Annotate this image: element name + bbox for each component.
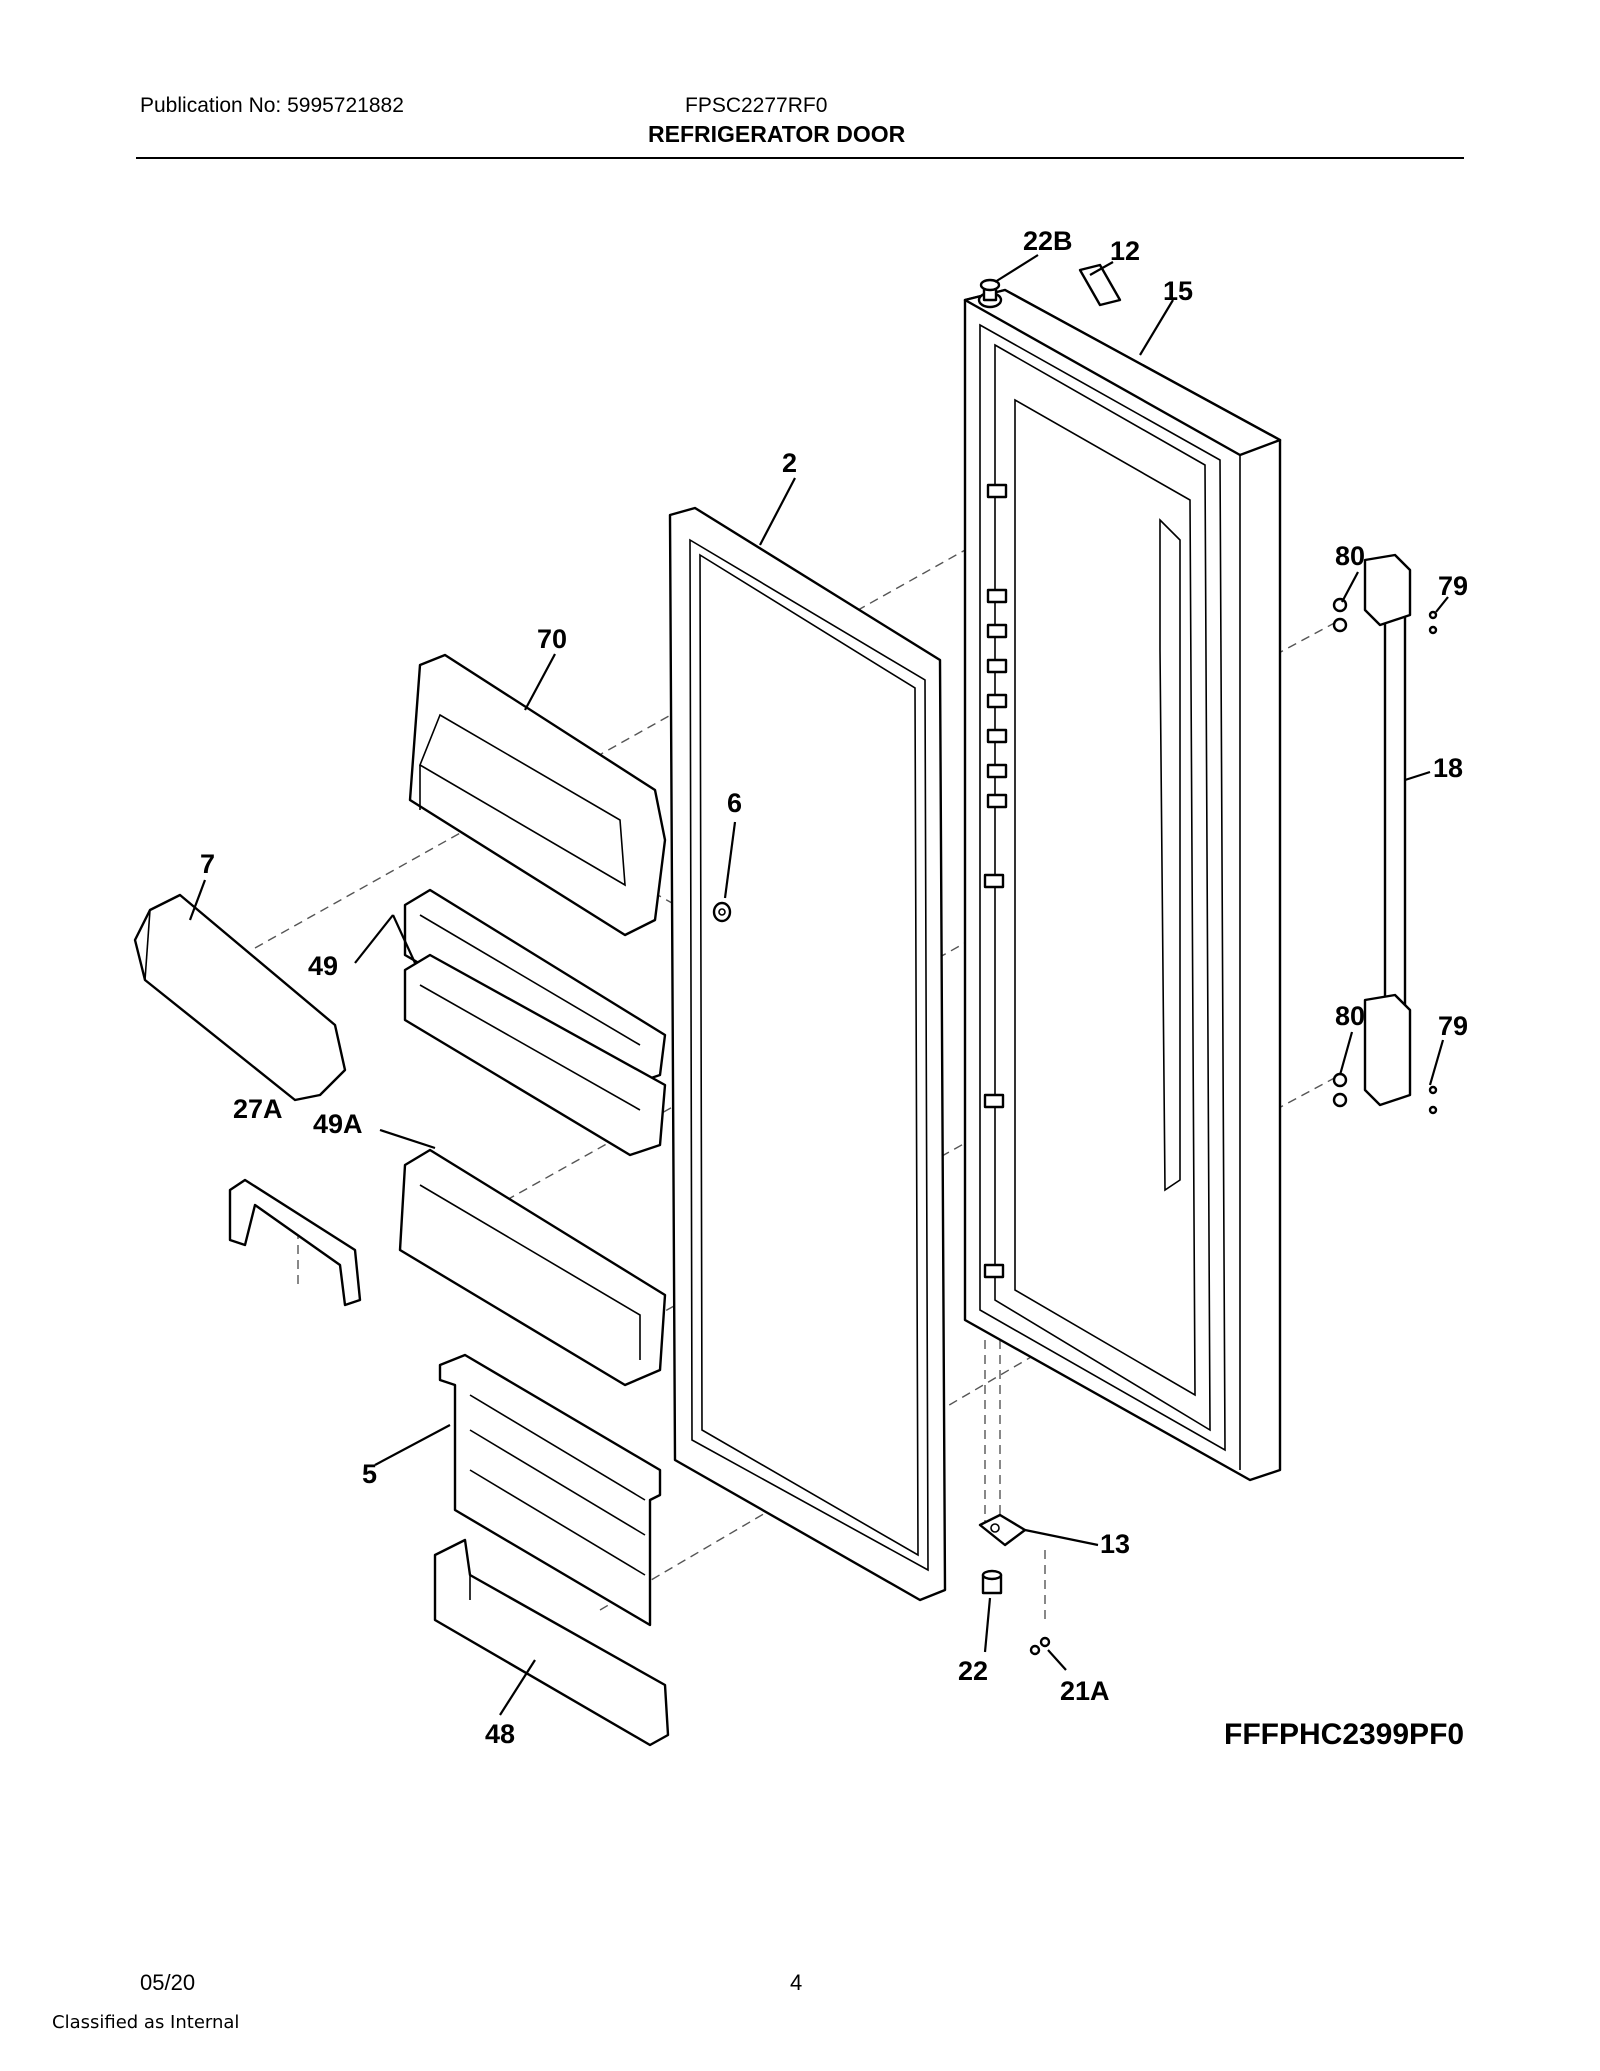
top-hinge-pin	[977, 278, 1003, 309]
callout-21A: 21A	[1060, 1676, 1110, 1706]
large-door-bin	[398, 1148, 667, 1387]
callout-80-top: 80	[1335, 541, 1365, 571]
callout-49: 49	[308, 951, 338, 981]
leader-lines	[188, 254, 1449, 1716]
callout-79-top: 79	[1438, 571, 1468, 601]
door-bins	[403, 888, 667, 1157]
bottom-hinge-bracket	[978, 1513, 1027, 1547]
door-label-sticker	[1078, 263, 1122, 307]
dairy-compartment	[408, 653, 667, 937]
model-number: FPSC2277RF0	[685, 94, 828, 117]
classification-label: Classified as Internal	[52, 2012, 240, 2033]
callout-22B: 22B	[1023, 226, 1073, 256]
screw	[712, 901, 732, 923]
shelf-rack	[438, 1353, 662, 1627]
callout-5: 5	[362, 1459, 377, 1489]
shelf-clips	[983, 483, 1008, 1279]
callout-70: 70	[537, 624, 567, 654]
figure-code: FFFPHC2399PF0	[1224, 1718, 1465, 1751]
callout-48: 48	[485, 1719, 515, 1749]
callout-13: 13	[1100, 1529, 1130, 1559]
footer-date: 05/20	[140, 1970, 196, 1995]
hinge-screws	[1029, 1636, 1051, 1656]
door-handle	[1363, 553, 1412, 1107]
dairy-door-handle	[228, 1178, 362, 1307]
bottom-hinge-bushing	[981, 1569, 1003, 1595]
refrigerator-door-outer	[963, 288, 1282, 1482]
callout-2: 2	[782, 448, 797, 478]
callout-12: 12	[1110, 236, 1140, 266]
callout-27A: 27A	[233, 1094, 283, 1124]
callout-18: 18	[1433, 753, 1463, 783]
publication-number: Publication No: 5995721882	[140, 94, 404, 117]
bottom-door-bin	[433, 1538, 670, 1747]
door-gasket	[668, 506, 947, 1602]
handle-screws	[1332, 597, 1438, 1115]
page-title: REFRIGERATOR DOOR	[648, 121, 906, 147]
callout-15: 15	[1163, 276, 1193, 306]
callout-79-bottom: 79	[1438, 1011, 1468, 1041]
callout-6: 6	[727, 788, 742, 818]
callout-22: 22	[958, 1656, 988, 1686]
callout-80-bottom: 80	[1335, 1001, 1365, 1031]
callout-49A: 49A	[313, 1109, 363, 1139]
callout-labels: 22B 12 15 2 80 79 70 18 6 7 49 80 79 27A…	[200, 226, 1468, 1749]
dairy-door	[133, 893, 347, 1102]
page-number: 4	[790, 1970, 803, 1995]
header-rule	[136, 157, 1464, 159]
callout-7: 7	[200, 849, 215, 879]
